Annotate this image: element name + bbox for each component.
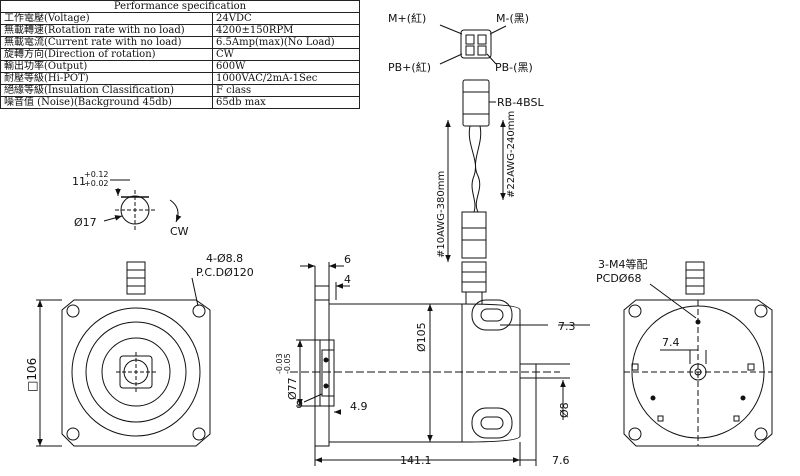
rotation-label: CW <box>170 225 189 238</box>
dim-7-3-label: 7.3 <box>558 320 576 333</box>
mount-hole <box>628 304 642 318</box>
dim-4-9-label: 4.9 <box>350 400 368 413</box>
spec-row: 無載轉速(Rotation rate with no load)4200±150… <box>0 24 360 37</box>
m4-hole <box>650 395 656 401</box>
side-view: 6 4 Ø105 7.3 <box>275 253 590 467</box>
wire-grommet <box>461 211 487 259</box>
brush-cap <box>471 407 513 439</box>
connector-pin <box>477 45 487 56</box>
mount-hole <box>754 304 768 318</box>
wire-b-label: #22AWG-240mm <box>506 111 517 198</box>
side-terminal-box <box>461 261 487 293</box>
dim-77-tol-lower: -0.05 <box>283 353 292 374</box>
mount-hole <box>628 427 642 441</box>
front-flange <box>61 299 211 447</box>
shaft-tol-upper: +0.12 <box>84 170 109 179</box>
pb-plus-label: PB+(紅) <box>388 61 431 74</box>
front-view: 4-Ø8.8 P.C.DØ120 □106 <box>25 252 254 447</box>
dim-7-4-label: 7.4 <box>662 336 680 349</box>
wire-bundle <box>468 125 476 213</box>
connector-plug <box>460 29 492 59</box>
rear-pcd-label: PCDØ68 <box>596 272 641 285</box>
dim-105-label: Ø105 <box>415 322 428 352</box>
dim-77-label: Ø77 <box>286 377 299 400</box>
m-plus-label: M+(紅) <box>388 12 426 25</box>
m-plus-leader <box>439 24 463 35</box>
mount-hole <box>192 304 206 318</box>
spec-row: 噪音值 (Noise)(Background 45db)65db max <box>0 96 360 109</box>
pb-minus-label: PB-(黑) <box>495 61 533 74</box>
side-body <box>329 303 463 443</box>
connector-pin <box>465 34 475 45</box>
rear-flange <box>623 299 773 447</box>
spec-value: 65db max <box>212 96 360 109</box>
shaft-dim: 11 <box>72 175 86 188</box>
performance-spec-table: Performance specification 工作電壓(Voltage)2… <box>0 0 360 109</box>
front-holes-label: 4-Ø8.8 <box>206 252 243 265</box>
mount-hole <box>754 427 768 441</box>
shaft-tol-lower: +0.02 <box>84 179 109 188</box>
shaft-detail: 11 +0.12 +0.02 Ø17 CW <box>72 170 189 238</box>
side-flange <box>314 299 330 447</box>
connector-detail: M+(紅) M-(黑) PB+(紅) PB-(黑) RB-4BSL #10AWG… <box>388 12 544 262</box>
connector-part-label: RB-4BSL <box>497 96 544 109</box>
rotation-arrow-icon <box>169 199 182 223</box>
connector-housing <box>462 79 490 127</box>
m-minus-leader <box>489 25 507 35</box>
shaft-diameter: Ø17 <box>74 216 97 229</box>
front-pcd-label: P.C.DØ120 <box>196 266 254 279</box>
dim-6-label: 6 <box>344 253 351 266</box>
square-dim-label: □106 <box>25 358 39 392</box>
spec-row: 輸出功率(Output)600W <box>0 60 360 73</box>
mount-hole <box>66 427 80 441</box>
pb-plus-leader <box>439 53 463 65</box>
connector-pin <box>465 45 475 56</box>
rear-view: 3-M4等配 PCDØ68 7.4 <box>596 257 773 447</box>
pb-minus-leader <box>486 53 497 65</box>
dim-9-label: 9 <box>296 398 303 411</box>
front-body-circle <box>71 307 201 437</box>
dim-141-label: 141.1 <box>400 454 432 467</box>
m-minus-label: M-(黑) <box>496 12 529 25</box>
brush-cap <box>471 299 513 331</box>
wire-bundle <box>475 125 482 213</box>
mount-hole <box>192 427 206 441</box>
dim-8-label: Ø8 <box>558 402 571 418</box>
spec-row: 絕緣等級(Insulation Classification)F class <box>0 84 360 97</box>
dim-4-label: 4 <box>344 273 351 286</box>
m4-hole <box>740 395 746 401</box>
rear-holes-label: 3-M4等配 <box>598 257 647 271</box>
wire-a-label: #10AWG-380mm <box>436 171 447 258</box>
dim-77-tol-upper: -0.03 <box>275 353 284 374</box>
rear-shaft <box>519 363 537 379</box>
connector-pin <box>477 34 487 45</box>
dim-7-6-label: 7.6 <box>552 454 570 467</box>
mount-hole <box>66 304 80 318</box>
